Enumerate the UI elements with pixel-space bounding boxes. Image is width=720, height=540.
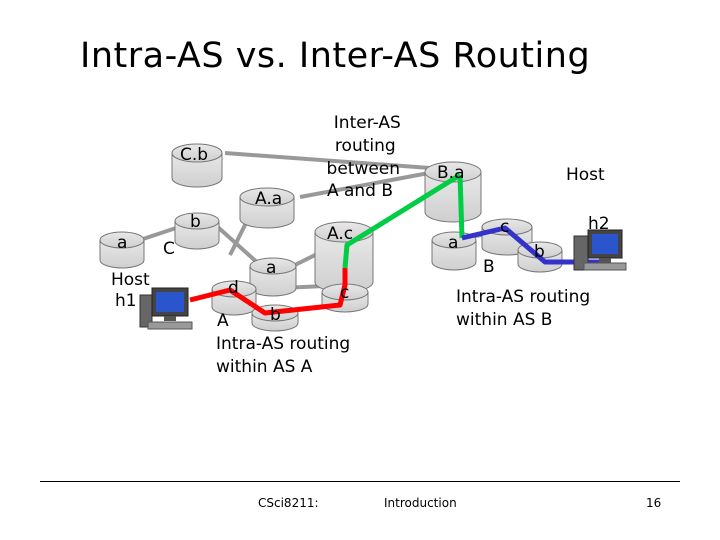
slide-title: Intra-AS vs. Inter-AS Routing	[80, 36, 591, 76]
host-h1-computer-icon	[139, 287, 193, 330]
as-label-a: A	[217, 311, 229, 331]
router-label-cb: C.b	[180, 145, 208, 165]
router-label-bb: b	[534, 242, 545, 262]
footer-course: CSci8211:	[258, 496, 319, 510]
inter-as-path-b	[457, 174, 465, 239]
router-label-ac2: c	[340, 283, 349, 303]
router-label-aa2: a	[266, 258, 276, 278]
footer-divider	[40, 481, 680, 482]
router-label-ba: B.a	[437, 163, 464, 183]
router-label-ad: d	[228, 278, 239, 298]
router-label-ba2: a	[448, 233, 458, 253]
inter-as-path	[342, 172, 462, 269]
router-label-ac: A.c	[327, 224, 353, 244]
router-label-aa: A.a	[255, 189, 282, 209]
intra-as-path-b	[461, 225, 600, 265]
footer-page-number: 16	[646, 496, 662, 510]
footer-section: Introduction	[384, 496, 457, 510]
router-label-ca: a	[117, 233, 127, 253]
host-h1-label: Host h1	[111, 270, 155, 311]
inter-as-annotation: Inter-AS routing between A and B	[327, 113, 407, 201]
host-h2-label: Host h2	[566, 165, 610, 234]
as-label-b: B	[483, 257, 495, 277]
router-label-cb2: b	[190, 212, 201, 232]
intra-as-b-annotation: Intra-AS routing within AS B	[456, 287, 596, 330]
intra-as-path-a	[189, 268, 348, 316]
intra-as-a-annotation: Intra-AS routing within AS A	[216, 334, 356, 377]
router-label-ab: b	[270, 305, 281, 325]
router-label-bc: c	[500, 217, 509, 237]
host-h2-computer-icon	[573, 229, 627, 271]
as-label-c: C	[163, 239, 175, 259]
network-diagram: C.b a b A.a A.c d b a c B.a a c b C A B …	[99, 113, 627, 377]
